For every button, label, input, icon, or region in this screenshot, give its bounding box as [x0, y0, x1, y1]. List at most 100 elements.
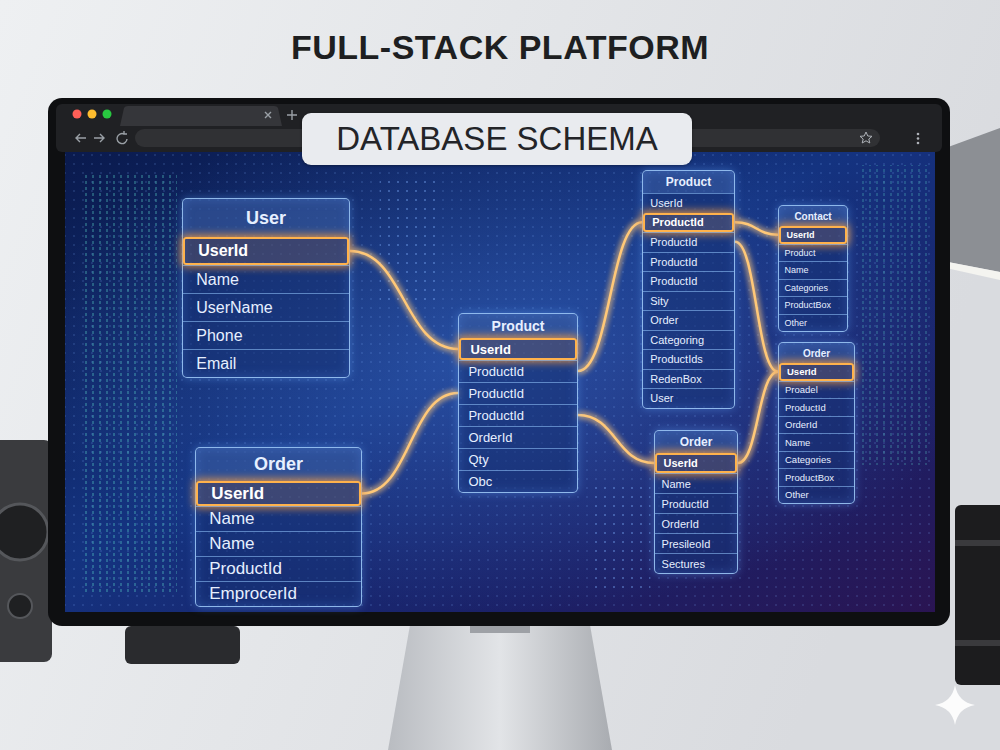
table-card: ProductUserIdProductIdProductIdProductId…	[458, 313, 578, 493]
menu-dot	[917, 137, 920, 140]
relation-line	[735, 242, 778, 372]
table-field: Categories	[779, 451, 854, 469]
table-card: OrderUserIdProadelProductIdOrderIdNameCa…	[778, 342, 855, 504]
table-card: ProductUserIdProductIdProductIdProductId…	[642, 170, 735, 409]
relation-line	[362, 393, 458, 494]
screen-background	[65, 152, 935, 612]
table-field: UserId	[643, 193, 734, 213]
sparkle-watermark	[935, 685, 975, 725]
relation-line	[735, 222, 778, 235]
speaker-woofer	[0, 504, 48, 560]
table-field: UserName	[183, 293, 349, 321]
monitor-stand	[388, 625, 612, 750]
table-field: Order	[643, 310, 734, 330]
label-text: DATABASE SCHEMA	[336, 120, 658, 158]
back-icon	[76, 134, 86, 142]
table-field: Product	[779, 244, 847, 262]
table-field: Other	[779, 314, 847, 332]
relation-line	[350, 251, 458, 349]
table-field: Qty	[459, 448, 577, 470]
table-field: Name	[196, 506, 361, 531]
table-field: ProductBox	[779, 468, 854, 486]
screen-glow	[65, 152, 935, 612]
table-field: Name	[779, 433, 854, 451]
browser-tab	[120, 106, 282, 126]
key-field: UserId	[779, 363, 854, 381]
table-field: Categoring	[643, 330, 734, 350]
table-field: Obc	[459, 470, 577, 492]
stand-neck	[470, 625, 530, 633]
key-field: UserId	[655, 453, 737, 473]
speaker	[0, 440, 52, 662]
table-field: Categories	[779, 279, 847, 297]
table-field: RedenBox	[643, 369, 734, 389]
monitor-bezel	[48, 98, 950, 626]
table-card: UserUserIdNameUserNamePhoneEmail	[182, 198, 350, 378]
relation-line	[578, 415, 654, 463]
table-field: ProductId	[196, 556, 361, 581]
window-dot	[73, 110, 82, 119]
table-field: ProductId	[643, 271, 734, 291]
dot-matrix	[65, 152, 935, 612]
relation-line	[738, 372, 778, 463]
table-card: OrderUserIdNameNameProductIdEmprocerId	[195, 447, 362, 607]
table-field: EmprocerId	[196, 581, 361, 606]
tab-close-icon	[265, 112, 271, 118]
table-field: ProductId	[643, 232, 734, 252]
table-field: ProductId	[779, 398, 854, 416]
table-field: Name	[655, 473, 737, 493]
table-field: Name	[779, 261, 847, 279]
table-field: ProductIds	[643, 349, 734, 369]
table-field: ProductId	[459, 360, 577, 382]
reload-icon	[117, 131, 127, 144]
table-field: Proadel	[779, 381, 854, 399]
table-field: Name	[196, 531, 361, 556]
data-stream	[380, 180, 440, 300]
table-field: ProductBox	[779, 296, 847, 314]
table-field: Email	[183, 349, 349, 377]
table-header: Product	[643, 171, 734, 193]
window-dot	[88, 110, 97, 119]
key-field: UserId	[779, 226, 847, 244]
table-card: ContactUserIdProductNameCategoriesProduc…	[778, 205, 848, 332]
table-header: User	[183, 199, 349, 237]
menu-dot	[917, 133, 920, 136]
table-field: Phone	[183, 321, 349, 349]
camera-lens	[955, 505, 1000, 685]
window-dot	[103, 110, 112, 119]
key-field: UserId	[459, 338, 577, 360]
table-header: Order	[196, 448, 361, 481]
table-field: ProductId	[459, 382, 577, 404]
table-header: Order	[779, 343, 854, 363]
table-field: ProductId	[459, 404, 577, 426]
table-field: Sectures	[655, 553, 737, 573]
lens-ring	[955, 540, 1000, 546]
lens-ring	[955, 640, 1000, 646]
table-field: User	[643, 388, 734, 408]
page-title: FULL-STACK PLATFORM	[0, 28, 1000, 67]
table-field: Sity	[643, 291, 734, 311]
table-header: Product	[459, 314, 577, 338]
key-field: UserId	[196, 481, 361, 506]
table-header: Contact	[779, 206, 847, 226]
lamp-light	[946, 262, 1000, 280]
section-label: DATABASE SCHEMA	[302, 113, 692, 165]
table-field: OrderId	[779, 416, 854, 434]
data-stream	[82, 175, 177, 595]
table-card: OrderUserIdNameProductIdOrderIdPresileoI…	[654, 430, 738, 574]
new-tab-icon	[287, 110, 297, 120]
table-field: ProductId	[655, 493, 737, 513]
table-field: ProductId	[643, 252, 734, 272]
data-stream	[860, 165, 930, 465]
relation-line	[578, 222, 642, 371]
key-field: ProductId	[643, 213, 734, 233]
bookmark-icon	[860, 132, 872, 143]
table-field: Name	[183, 265, 349, 293]
table-header: Order	[655, 431, 737, 453]
speaker-tweeter	[8, 594, 32, 618]
table-field: OrderId	[655, 513, 737, 533]
data-stream	[590, 480, 650, 590]
